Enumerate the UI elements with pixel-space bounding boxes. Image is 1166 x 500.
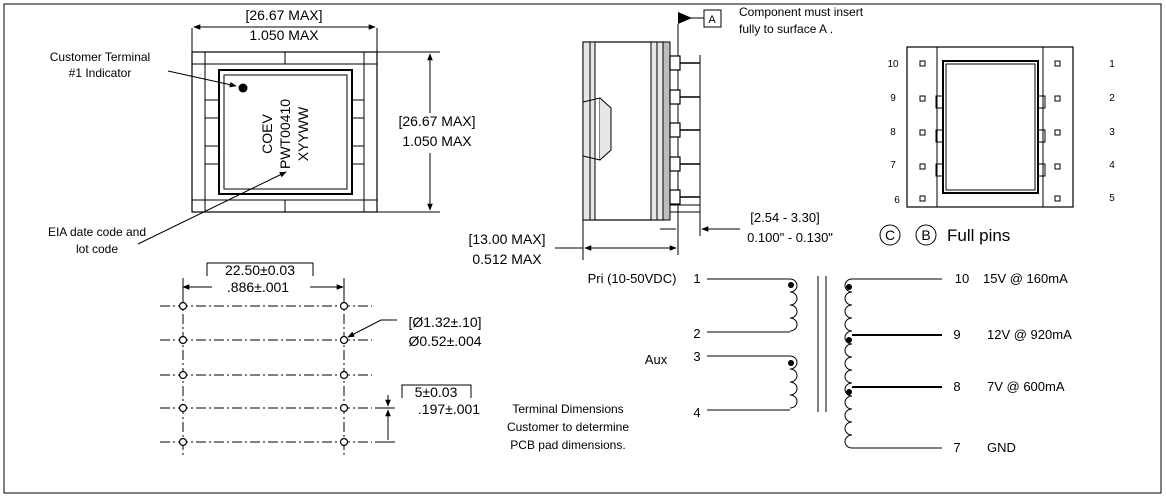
bottom-pin-label-1: 1 <box>1109 59 1115 70</box>
marking-line-1: COEV <box>259 114 275 154</box>
note-insert-2: fully to surface A . <box>739 22 833 36</box>
bottom-pin-label-7: 7 <box>890 160 896 171</box>
bottom-pin-pads <box>919 60 1061 202</box>
marking-line-3: XYYWW <box>295 106 311 161</box>
output-9-label: 12V @ 920mA <box>987 327 1072 342</box>
aux-winding <box>789 355 798 409</box>
schematic-pin-10: 10 <box>955 271 969 286</box>
footprint-hole-mm: [Ø1.32±.10] <box>408 314 481 330</box>
footprint-hole-in: Ø0.52±.004 <box>408 333 481 349</box>
note-insert-1: Component must insert <box>739 5 864 19</box>
schematic: Pri (10-50VDC) Aux 1 2 3 4 10 9 8 7 15V … <box>588 271 1073 455</box>
bottom-view: 10 9 8 7 6 1 2 3 4 5 C B Full pins <box>879 46 1115 246</box>
top-view: [26.67 MAX] 1.050 MAX COEV PWT00410 XYYW… <box>48 7 480 256</box>
side-depth-dim-mm: [13.00 MAX] <box>468 231 545 247</box>
core-outline <box>218 69 353 195</box>
note-terminal-indicator-2: #1 Indicator <box>69 66 132 80</box>
footprint-note-2: Customer to determine <box>507 420 629 434</box>
bottom-pin-label-6: 6 <box>894 195 900 206</box>
bobbin-outline <box>191 51 378 213</box>
view-b-circle <box>915 224 937 246</box>
view-b-label: B <box>921 227 930 243</box>
side-depth-dim-in: 0.512 MAX <box>472 251 542 267</box>
schematic-pin-1: 1 <box>693 271 700 286</box>
footprint-pitch-y-mm: 5±0.03 <box>415 384 458 400</box>
top-height-dim-mm: [26.67 MAX] <box>398 113 475 129</box>
full-pins-label: Full pins <box>947 226 1010 245</box>
note-terminal-indicator-1: Customer Terminal <box>50 50 150 64</box>
bottom-pin-label-3: 3 <box>1109 127 1115 138</box>
drawing-border <box>3 3 1162 494</box>
date-code-leader <box>137 171 287 245</box>
top-width-dim-mm: [26.67 MAX] <box>245 7 322 23</box>
side-pin-dim-in: 0.100" - 0.130" <box>747 230 833 245</box>
footprint-note-3: PCB pad dimensions. <box>510 438 625 452</box>
schematic-pin-9: 9 <box>953 327 960 342</box>
schematic-pin-7: 7 <box>953 440 960 455</box>
view-c-label: C <box>885 227 895 243</box>
note-date-code-2: lot code <box>76 242 118 256</box>
top-height-dim-in: 1.050 MAX <box>402 133 472 149</box>
secondary-winding <box>844 278 853 449</box>
footprint-holes <box>178 301 349 447</box>
schematic-pin-2: 2 <box>693 326 700 341</box>
bottom-pin-label-8: 8 <box>890 127 896 138</box>
pin1-indicator-dot <box>238 83 248 93</box>
footprint-pitch-y-in: .197±.001 <box>418 401 480 417</box>
bottom-pin-label-4: 4 <box>1109 160 1115 171</box>
footprint-pitch-x-mm: 22.50±0.03 <box>225 262 295 278</box>
aux-label: Aux <box>645 352 668 367</box>
bottom-pin-label-5: 5 <box>1109 193 1115 204</box>
datum-a-label: A <box>708 14 716 26</box>
schematic-pin-3: 3 <box>693 349 700 364</box>
bottom-pin-label-10: 10 <box>887 59 899 70</box>
marking-line-2: PWT00410 <box>277 99 293 169</box>
bottom-pin-label-2: 2 <box>1109 93 1115 104</box>
output-8-label: 7V @ 600mA <box>987 379 1065 394</box>
bottom-core <box>942 60 1039 194</box>
schematic-pin-8: 8 <box>953 379 960 394</box>
side-pins <box>669 55 701 213</box>
footprint-pitch-x-in: .886±.001 <box>227 279 289 295</box>
note-date-code-1: EIA date code and <box>48 225 146 239</box>
view-c-circle <box>879 224 901 246</box>
pri-label: Pri (10-50VDC) <box>588 271 677 286</box>
bottom-body <box>906 46 1074 208</box>
schematic-pin-4: 4 <box>693 405 700 420</box>
top-width-dim-in: 1.050 MAX <box>249 27 319 43</box>
primary-winding <box>789 278 798 332</box>
output-10-label: 15V @ 160mA <box>983 271 1068 286</box>
footprint-note-1: Terminal Dimensions <box>512 402 623 416</box>
pcb-footprint: 22.50±0.03 .886±.001 [Ø1.32±.10] Ø0.52±.… <box>160 262 629 455</box>
output-7-label: GND <box>987 440 1016 455</box>
indicator-leader <box>167 70 237 88</box>
side-view: A Component must insert fully to surface… <box>468 5 863 267</box>
bottom-pin-label-9: 9 <box>890 93 896 104</box>
side-pin-dim-mm: [2.54 - 3.30] <box>750 210 819 225</box>
